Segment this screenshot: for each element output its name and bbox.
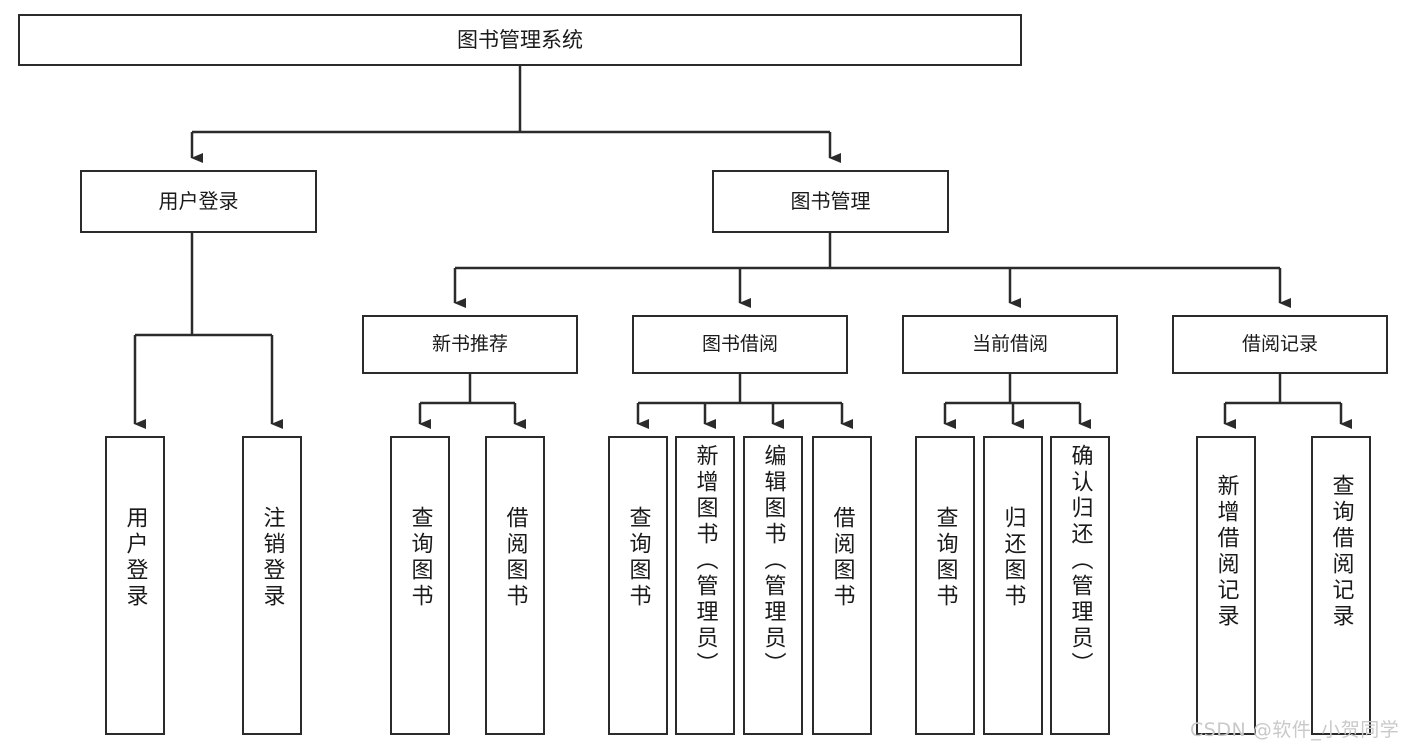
leaf-query-book-2-label: 查询图书 — [625, 506, 651, 610]
node-book-borrow[interactable]: 图书借阅 — [632, 315, 848, 374]
leaf-borrow-book-2-label: 借阅图书 — [829, 506, 855, 610]
node-current-borrow-label: 当前借阅 — [971, 333, 1048, 356]
leaf-query-record-label: 查询借阅记录 — [1328, 474, 1354, 630]
leaf-logout-login[interactable]: 注销登录 — [242, 436, 302, 735]
leaf-add-book-label: 新增图书（管理员） — [692, 444, 718, 678]
node-user-login-label: 用户登录 — [158, 188, 239, 213]
leaf-return-book[interactable]: 归还图书 — [983, 436, 1043, 735]
node-root-label: 图书管理系统 — [457, 27, 583, 52]
leaf-query-book-2[interactable]: 查询图书 — [608, 436, 668, 735]
node-book-borrow-label: 图书借阅 — [701, 333, 778, 356]
leaf-borrow-book-2[interactable]: 借阅图书 — [812, 436, 872, 735]
leaf-edit-book-label: 编辑图书（管理员） — [760, 444, 786, 678]
leaf-borrow-book-1-label: 借阅图书 — [502, 506, 528, 610]
node-new-book-recommend[interactable]: 新书推荐 — [362, 315, 578, 374]
node-book-management-label: 图书管理 — [790, 188, 871, 213]
node-user-login[interactable]: 用户登录 — [80, 170, 317, 233]
node-borrow-record-label: 借阅记录 — [1241, 333, 1318, 356]
node-book-management[interactable]: 图书管理 — [712, 170, 949, 233]
csdn-watermark: CSDN @软件_小贺同学 — [1190, 719, 1400, 741]
node-root[interactable]: 图书管理系统 — [18, 14, 1022, 66]
leaf-edit-book[interactable]: 编辑图书（管理员） — [743, 436, 803, 735]
leaf-borrow-book-1[interactable]: 借阅图书 — [485, 436, 545, 735]
leaf-query-book-3[interactable]: 查询图书 — [915, 436, 975, 735]
leaf-user-login[interactable]: 用户登录 — [105, 436, 165, 735]
leaf-query-book-1-label: 查询图书 — [407, 506, 433, 610]
leaf-query-record[interactable]: 查询借阅记录 — [1311, 436, 1371, 735]
node-current-borrow[interactable]: 当前借阅 — [902, 315, 1118, 374]
node-borrow-record[interactable]: 借阅记录 — [1172, 315, 1388, 374]
leaf-logout-login-label: 注销登录 — [259, 506, 285, 610]
leaf-confirm-return-label: 确认归还（管理员） — [1067, 444, 1093, 678]
leaf-confirm-return[interactable]: 确认归还（管理员） — [1050, 436, 1110, 735]
node-new-book-recommend-label: 新书推荐 — [431, 333, 508, 356]
leaf-add-record-label: 新增借阅记录 — [1213, 474, 1239, 630]
leaf-user-login-label: 用户登录 — [122, 506, 148, 610]
leaf-add-book[interactable]: 新增图书（管理员） — [675, 436, 735, 735]
leaf-query-book-3-label: 查询图书 — [932, 506, 958, 610]
leaf-return-book-label: 归还图书 — [1000, 506, 1026, 610]
leaf-add-record[interactable]: 新增借阅记录 — [1196, 436, 1256, 735]
leaf-query-book-1[interactable]: 查询图书 — [390, 436, 450, 735]
